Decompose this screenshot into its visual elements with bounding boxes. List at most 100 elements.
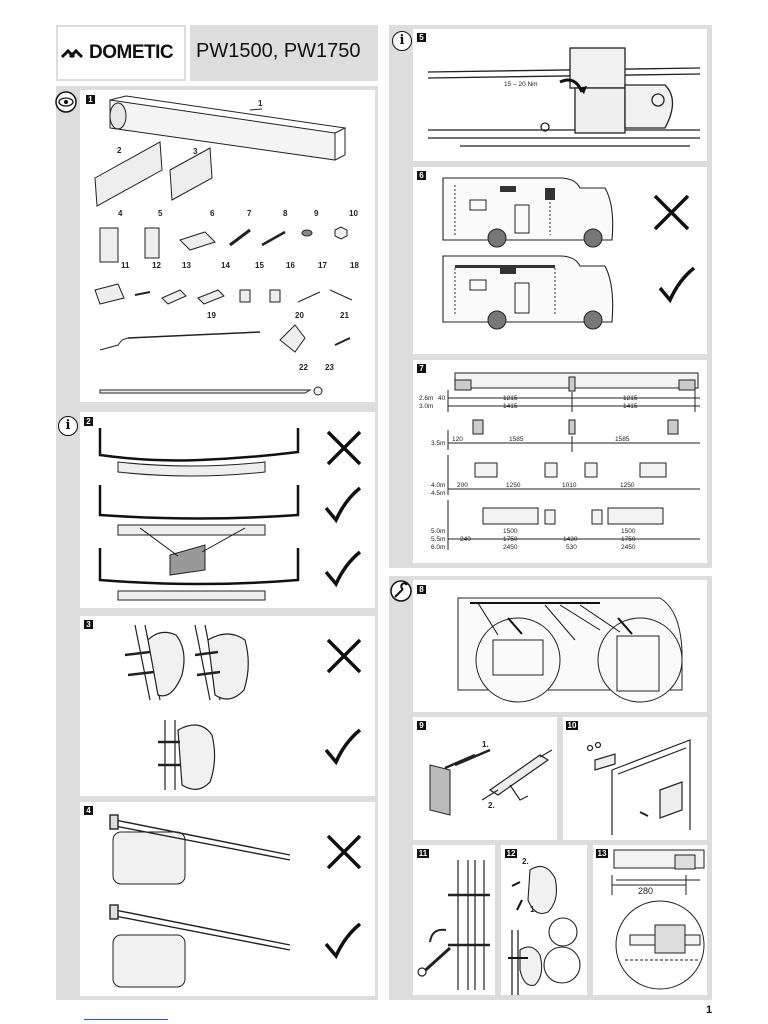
step-7-number: 7: [417, 364, 426, 373]
part-label: 6: [210, 209, 215, 218]
dim-length: 4.5m: [431, 490, 446, 497]
substep-label: 2.: [522, 857, 529, 866]
step-5-number: 5: [417, 33, 426, 42]
dim-edge: 240: [460, 536, 471, 543]
torque-label: 15 – 20 Nm: [504, 81, 538, 88]
header-logo-panel: DOMETIC: [56, 25, 186, 81]
substep-label: 1.: [530, 905, 537, 914]
part-label: 17: [318, 261, 327, 270]
dim-value: 1585: [509, 436, 524, 443]
part-label: 8: [283, 209, 288, 218]
dim-value: 1500: [621, 528, 636, 535]
dim-value: 2450: [621, 544, 636, 551]
part-label: 1: [258, 99, 263, 108]
part-label: 13: [182, 261, 191, 270]
part-label: 14: [221, 261, 230, 270]
part-label: 21: [340, 311, 349, 320]
step-4-number: 4: [84, 806, 93, 815]
dim-value: 530: [566, 544, 577, 551]
header-title-panel: PW1500, PW1750: [190, 25, 378, 81]
dim-length: 2.6m: [419, 395, 434, 402]
dim-value: 1010: [562, 482, 577, 489]
part-label: 11: [121, 261, 130, 270]
dim-value: 1500: [503, 528, 518, 535]
dim-value: 1415: [503, 403, 518, 410]
part-label: 3: [193, 147, 198, 156]
step-10-panel: [563, 717, 707, 840]
dim-edge: 120: [452, 436, 463, 443]
part-label: 16: [286, 261, 295, 270]
dim-value: 1430: [563, 536, 578, 543]
dim-value: 2450: [503, 544, 518, 551]
part-label: 19: [207, 311, 216, 320]
part-label: 15: [255, 261, 264, 270]
substep-label: 2.: [488, 801, 495, 810]
info-icon: i: [392, 31, 412, 51]
dim-value: 1250: [506, 482, 521, 489]
part-label: 18: [350, 261, 359, 270]
step-6-number: 6: [417, 171, 426, 180]
step-13-number: 13: [596, 849, 608, 858]
dim-value: 1750: [621, 536, 636, 543]
dometic-logo-icon: [60, 48, 84, 59]
dim-value: 1750: [503, 536, 518, 543]
footer-link[interactable]: [84, 1019, 168, 1020]
part-label: 2: [117, 146, 122, 155]
step-10-number: 10: [566, 721, 578, 730]
dim-value: 1250: [620, 482, 635, 489]
dim-length: 4.0m: [431, 482, 446, 489]
dim-value: 1215: [623, 395, 638, 402]
step-11-number: 11: [417, 849, 429, 858]
part-label: 9: [314, 209, 319, 218]
dim-edge: 40: [438, 395, 446, 402]
dim-length: 6.0m: [431, 544, 446, 551]
substep-label: 1.: [482, 740, 489, 749]
step-3-number: 3: [84, 620, 93, 629]
step-12-number: 12: [505, 849, 517, 858]
model-title: PW1500, PW1750: [196, 40, 361, 62]
dim-value: 1585: [615, 436, 630, 443]
step-1-number: 1: [86, 95, 95, 104]
dim-length: 3.5m: [431, 440, 446, 447]
dim-length: 5.5m: [431, 536, 446, 543]
part-label: 4: [118, 209, 123, 218]
page-number: 1: [706, 1004, 713, 1016]
step-8-number: 8: [417, 585, 426, 594]
part-label: 10: [349, 209, 358, 218]
part-label: 12: [152, 261, 161, 270]
step-2-number: 2: [84, 417, 93, 426]
step-7-panel: [413, 360, 707, 563]
dim-length: 3.0m: [419, 403, 434, 410]
dim-length: 5.0m: [431, 528, 446, 535]
part-label: 20: [295, 311, 304, 320]
info-icon: i: [58, 416, 78, 436]
brand-logo: DOMETIC: [89, 42, 174, 63]
dim-value: 1415: [623, 403, 638, 410]
part-label: 7: [247, 209, 252, 218]
part-label: 5: [158, 209, 163, 218]
part-label: 22: [299, 363, 308, 372]
step-9-number: 9: [417, 721, 426, 730]
